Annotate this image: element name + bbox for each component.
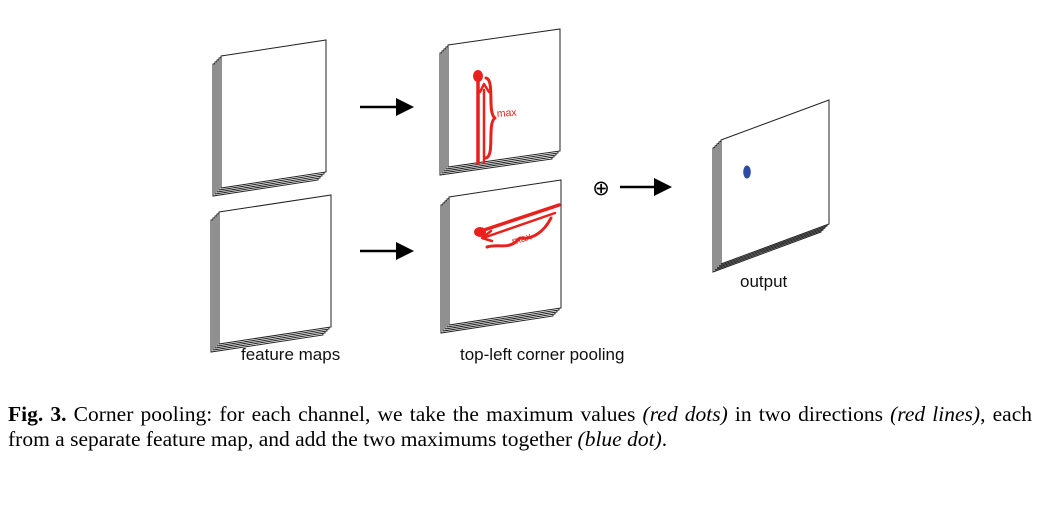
- feature-maps-label: feature maps: [241, 345, 341, 364]
- horizontal-max-pooling-marks: max: [474, 203, 561, 249]
- caption-text: .: [661, 427, 668, 451]
- red-dot-left: [474, 227, 486, 237]
- pooled-map-stack-top: [439, 28, 561, 176]
- corner-pooling-diagram: max max ⊕: [210, 28, 830, 353]
- feature-map-stack-top: [212, 39, 327, 197]
- max-label-horizontal: max: [510, 230, 533, 247]
- feature-map-sheet: [218, 194, 332, 345]
- figure-caption: Fig. 3. Corner pooling: for each channel…: [8, 402, 1032, 452]
- feature-map-sheet: [448, 179, 562, 326]
- caption-text: in two directions: [727, 402, 891, 426]
- caption-italic-blue-dot: (blue dot): [577, 427, 662, 451]
- red-dot-top: [473, 70, 483, 82]
- output-label: output: [740, 272, 788, 291]
- pooled-map-stack-bottom: [440, 179, 562, 334]
- blue-dot: [743, 165, 751, 179]
- feature-map-sheet: [720, 99, 830, 265]
- feature-map-sheet: [220, 39, 327, 189]
- vertical-max-pooling-marks: max: [473, 70, 518, 165]
- feature-map-sheet: [447, 28, 561, 168]
- max-label-vertical: max: [496, 107, 517, 120]
- caption-italic-red-dots: (red dots): [642, 402, 728, 426]
- output-map-stack: [712, 99, 830, 273]
- pooling-label: top-left corner pooling: [460, 345, 625, 364]
- sum-symbol: ⊕: [592, 176, 610, 200]
- caption-text: Corner pooling: for each channel, we tak…: [66, 402, 643, 426]
- feature-map-stack-bottom: [210, 194, 332, 353]
- caption-text: , each from a separate feature map, and …: [8, 402, 1032, 451]
- caption-italic-red-lines: (red lines): [890, 402, 981, 426]
- arrow-to-output: [620, 178, 672, 196]
- arrow-bottom: [360, 242, 414, 260]
- caption-figure-label: Fig. 3.: [8, 402, 67, 426]
- arrow-top: [360, 98, 414, 116]
